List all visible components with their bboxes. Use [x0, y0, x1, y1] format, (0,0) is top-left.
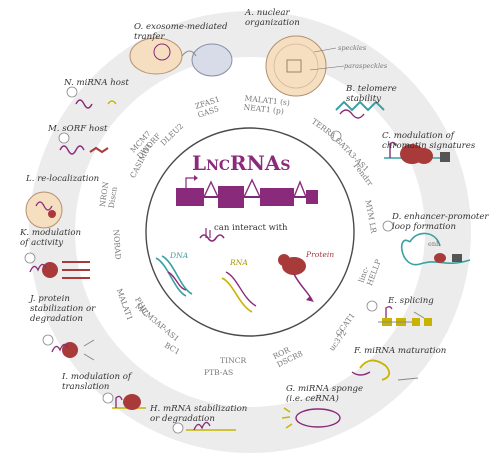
label-i: I. modulation of translation: [62, 372, 132, 392]
chromatin-illustration: [384, 141, 450, 164]
sorf-illustration: [59, 145, 109, 155]
outer-ring: [29, 11, 471, 453]
dna-helix: [155, 255, 193, 297]
gene-ptb-as: PTB-AS: [204, 368, 234, 377]
splicing-illustration: [378, 306, 432, 326]
mrna-illustration: [186, 421, 236, 431]
partner-dna: DNA: [170, 251, 189, 260]
telomere-illustration: [335, 100, 385, 119]
gene-tincr: TINCR: [220, 356, 247, 365]
step-markers: [24, 86, 394, 434]
label-e: E. splicing: [388, 296, 434, 306]
label-d: D. enhancer-promoter loop formation: [392, 212, 489, 232]
center-title: LncRNAs: [192, 151, 291, 175]
label-j: J. protein stabilization or degradation: [30, 294, 96, 324]
lncrna-transcript: [199, 234, 225, 242]
label-c: C. modulation of chromatin signatures: [382, 131, 476, 151]
enh-label: enh: [428, 240, 441, 248]
loop-illustration: [401, 232, 471, 266]
protein-stability-illustration: [51, 339, 95, 361]
rna-strand: [221, 271, 257, 313]
partner-protein: Protein: [306, 250, 335, 259]
gene-model: [176, 175, 318, 208]
mirna-maturation-illustration: [351, 359, 419, 381]
paraspeckles-label: paraspeckles: [344, 62, 388, 70]
label-g: G. miRNA sponge (i.e. ceRNA): [286, 384, 364, 404]
label-l: L. re-localization: [26, 174, 100, 184]
exosome-illustration: [129, 37, 233, 77]
label-o: O. exosome-mediated tranfer: [134, 22, 228, 42]
mirna-host-illustration: [75, 99, 117, 109]
speckles-label: speckles: [338, 44, 367, 52]
center-circle: [145, 127, 355, 337]
nucleus-illustration: [265, 35, 345, 97]
label-h: H. mRNA stabilization or degradation: [150, 404, 248, 424]
sponge-illustration: [281, 407, 341, 429]
label-f: F. miRNA maturation: [354, 346, 447, 356]
relocalization-illustration: [25, 191, 63, 229]
interact-text: can interact with: [214, 223, 288, 233]
label-k: K. modulation of activity: [20, 228, 82, 248]
protein-blob: [278, 254, 314, 302]
activity-illustration: [29, 261, 90, 279]
translation-illustration: [112, 394, 146, 410]
label-a: A. nuclear organization: [245, 8, 300, 28]
label-b: B. telomere stability: [346, 84, 397, 104]
gene-nron-discn: NRON Discn: [97, 181, 119, 209]
partner-rna: RNA: [230, 258, 248, 267]
label-m: M. sORF host: [48, 124, 108, 134]
label-n: N. miRNA host: [64, 78, 129, 88]
